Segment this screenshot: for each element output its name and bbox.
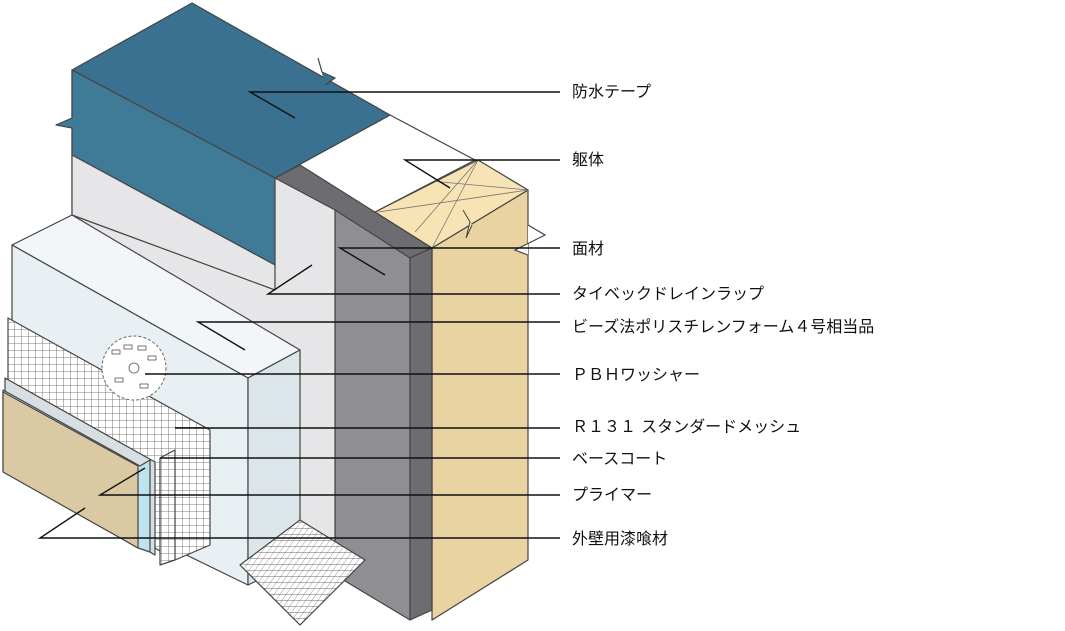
label-eps-foam: ビーズ法ポリスチレンフォーム４号相当品 <box>572 317 874 336</box>
structure-top-break <box>462 209 473 239</box>
structure-front <box>431 189 529 621</box>
label-waterproof-tape: 防水テープ <box>572 82 651 101</box>
leader-lines <box>37 91 560 539</box>
pbh-washer <box>101 335 167 401</box>
structure-grain <box>377 159 529 249</box>
label-base-coat: ベースコート <box>572 449 667 468</box>
label-finish: 外壁用漆喰材 <box>572 529 668 548</box>
tape-break <box>317 57 337 86</box>
label-tyvek: タイベックドレインラップ <box>572 284 764 303</box>
label-primer: プライマー <box>572 485 652 504</box>
waterproof-tape-front <box>55 69 276 266</box>
finish-plaster-layer <box>2 391 139 549</box>
mesh-vertical-strip <box>159 449 176 566</box>
label-mesh: Ｒ１３１ スタンダードメッシュ <box>572 417 801 436</box>
label-structure: 躯体 <box>572 150 604 169</box>
label-sheathing: 面材 <box>572 239 604 258</box>
sheathing-side <box>409 247 433 621</box>
label-pbh-washer: ＰＢＨワッシャー <box>572 365 700 384</box>
mesh-bottom <box>239 519 366 626</box>
